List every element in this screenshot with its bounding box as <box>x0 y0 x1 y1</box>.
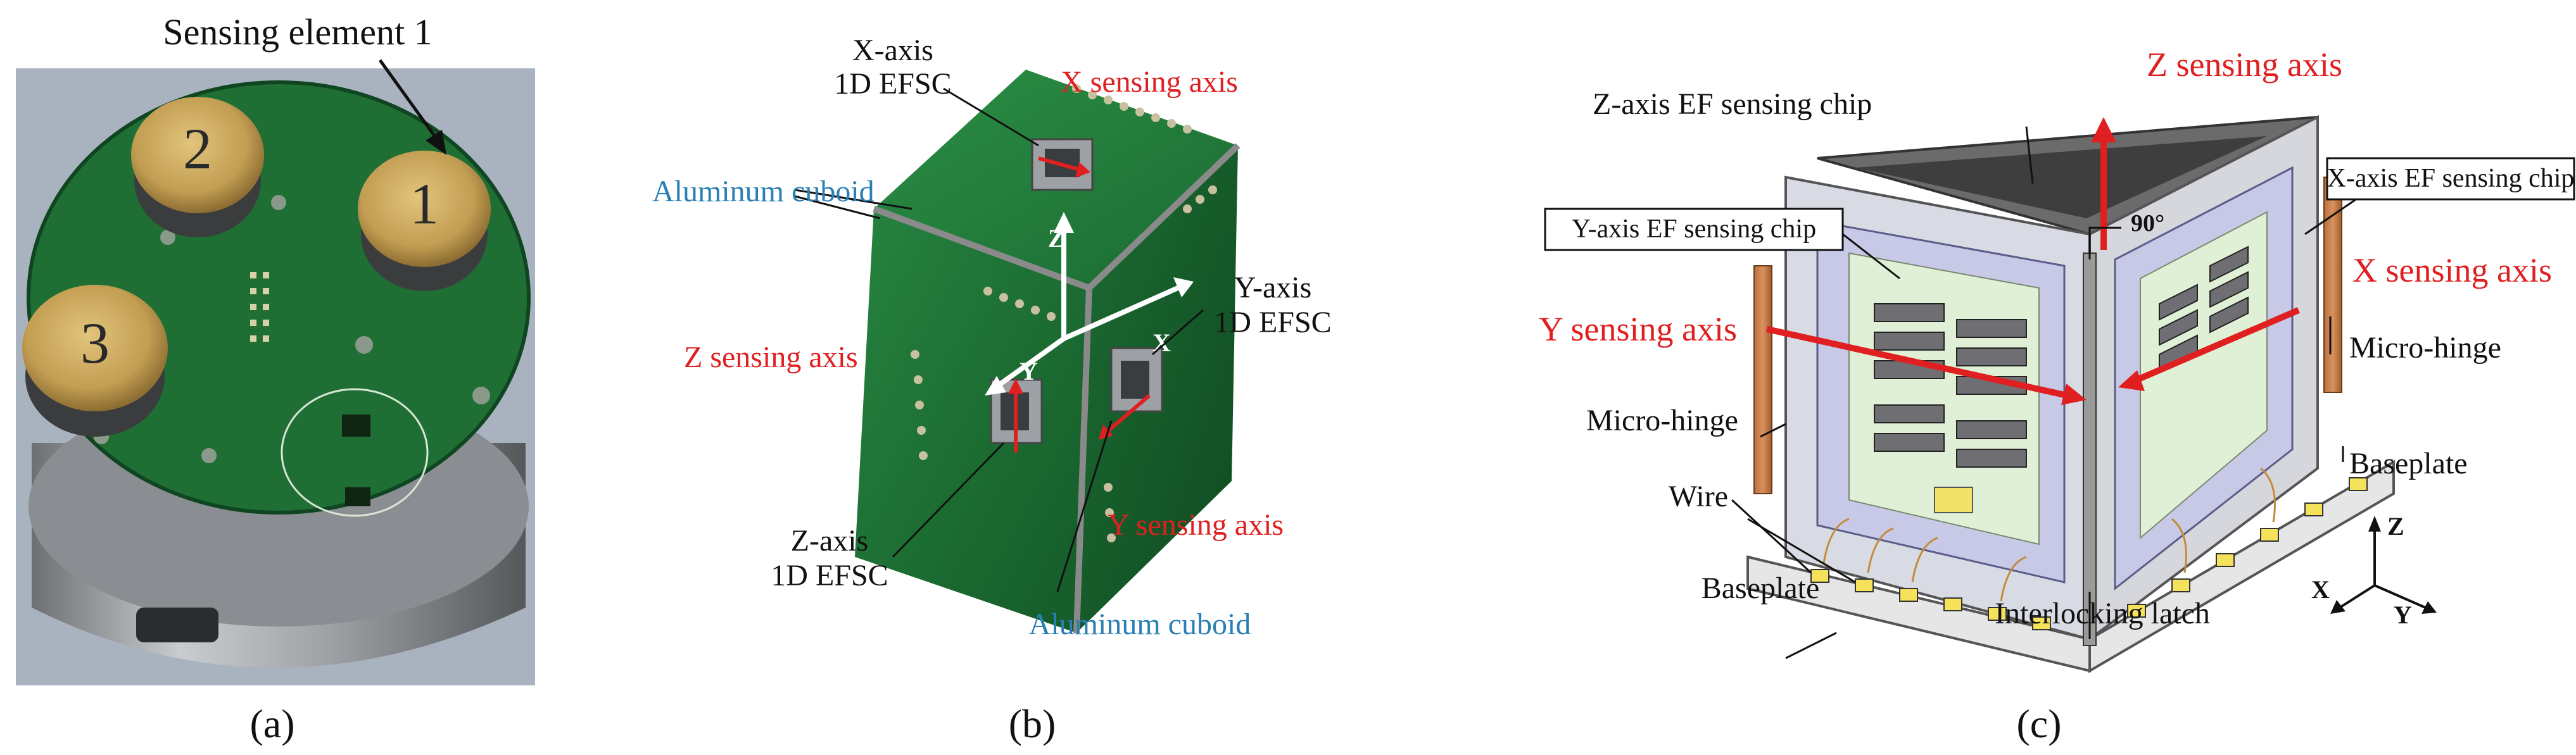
z-sensing-axis-label-c: Z sensing axis <box>2147 46 2342 84</box>
sensing-element-arrow <box>378 59 439 140</box>
axis-arrow-x <box>1063 285 1179 341</box>
coord-arrowhead-x <box>2330 600 2346 614</box>
x-axis-comb-fingers <box>2159 246 2249 371</box>
y-sensing-axis-label: Y sensing axis <box>1108 508 1284 542</box>
y-axis-efsc-chip <box>1110 347 1163 413</box>
x-sensing-arrowhead <box>1075 162 1090 178</box>
x-sensing-arrow <box>1038 156 1080 172</box>
cube-edge-vertical <box>1073 287 1092 633</box>
pcb-chip <box>342 415 370 437</box>
pcb-disc-edge <box>27 80 531 515</box>
efsc-cube-figure: Z X Y X-axis 1D EFSC X sensing axis Alum… <box>652 34 1332 746</box>
baseplate-right-label: Baseplate <box>2349 447 2468 480</box>
y-axis-comb-fingers <box>1874 303 2027 468</box>
x-chip-label: X-axis EF sensing chip <box>2327 164 2575 193</box>
sensing-element-arrowhead <box>426 130 446 155</box>
wires <box>1822 467 2276 602</box>
z-axis-chip-surface <box>1855 136 2267 218</box>
micro-hinge-left-copper <box>1753 265 1772 494</box>
pcb-chip-2 <box>345 487 370 506</box>
y-axis-chip-center-pad <box>1934 487 1973 513</box>
x-sensing-axis-label-c: X sensing axis <box>2352 251 2552 289</box>
x-sensing-arrowhead-c <box>2118 370 2145 391</box>
sensing-element-1 <box>358 151 491 291</box>
y-chip-label: Y-axis EF sensing chip <box>1572 215 1816 244</box>
cube-left-face <box>855 209 1089 633</box>
sensing-element-label: Sensing element 1 <box>163 11 432 53</box>
z-sensing-arrowhead-c <box>2091 117 2116 142</box>
coord-label-z: Z <box>2387 512 2404 540</box>
x-axis-efsc-label-2: 1D EFSC <box>834 67 951 101</box>
cube-pins-right <box>1104 185 1217 542</box>
aluminum-cuboid-bottom-label: Aluminum cuboid <box>1029 608 1251 641</box>
y-sensing-arrowhead <box>1099 425 1113 440</box>
ef-chip-assembly-figure: Z sensing axis Z-axis EF sensing chip 90… <box>1539 46 2575 746</box>
axis-arrowhead-y <box>985 376 1006 396</box>
axis-label-y: Y <box>1020 357 1038 385</box>
pcb-connector-pads <box>250 272 269 342</box>
axis-arrowhead-x <box>1173 277 1194 297</box>
interlocking-latch-label: Interlocking latch <box>1995 597 2210 630</box>
coord-label-y: Y <box>2394 601 2412 629</box>
axis-arrow-y <box>995 336 1066 389</box>
x-sensing-arrow-c <box>2136 307 2300 383</box>
coord-arrowhead-y <box>2421 601 2437 614</box>
cube-pins-top <box>1072 84 1192 134</box>
cylinder-slot <box>136 608 218 642</box>
bond-pads-left <box>1810 569 2051 630</box>
y-chip-label-box <box>1544 208 1844 251</box>
y-axis-efsc-label-2: 1D EFSC <box>1214 306 1331 339</box>
x-chip-label-box <box>2326 157 2575 201</box>
y-sensing-arrow <box>1104 394 1151 435</box>
y-axis-efsc-label-1: Y-axis <box>1234 271 1312 304</box>
element-number-2: 2 <box>183 116 212 181</box>
z-sensing-arrowhead <box>1008 378 1023 394</box>
sensing-element-3 <box>22 285 168 437</box>
panel-b: Z X Y X-axis 1D EFSC X sensing axis Alum… <box>633 0 1425 755</box>
coord-arrowhead-z <box>2368 516 2381 532</box>
wire-label: Wire <box>1669 480 1728 513</box>
sensing-element-2 <box>131 97 264 237</box>
caption-c: (c) <box>2016 701 2061 746</box>
y-sensing-axis-label-c: Y sensing axis <box>1539 310 1737 348</box>
pcb-circuit-outline <box>281 388 429 517</box>
angle-marker <box>2088 227 2121 259</box>
axis-arrowhead-z <box>1054 212 1074 233</box>
caption-a: (a) <box>249 701 294 746</box>
sensor-photo-figure: 2 1 3 Sensing element 1 (a) <box>16 11 535 746</box>
element-number-1: 1 <box>410 172 439 236</box>
z-axis-efsc-label-1: Z-axis <box>791 524 869 558</box>
cube-pins-left <box>911 287 1056 460</box>
angle-label: 90° <box>2131 210 2164 237</box>
baseplate-left-label: Baseplate <box>1702 571 1820 605</box>
micro-hinge-right-label: Micro-hinge <box>2349 331 2501 365</box>
bond-pads-right <box>2127 477 2368 618</box>
axis-label-z: Z <box>1048 224 1065 253</box>
coordinate-triad <box>2339 528 2426 609</box>
interlocking-latch-shape <box>2083 253 2097 646</box>
coord-label-x: X <box>2311 575 2330 604</box>
z-chip-label: Z-axis EF sensing chip <box>1593 87 1872 121</box>
panel-a: 2 1 3 Sensing element 1 (a) <box>0 0 633 755</box>
micro-hinge-right-copper <box>2323 177 2342 393</box>
x-axis-efsc-label-1: X-axis <box>852 34 933 67</box>
z-sensing-axis-label: Z sensing axis <box>684 340 858 374</box>
x-sensing-axis-label: X sensing axis <box>1061 65 1238 99</box>
y-sensing-arrowhead-c <box>2061 384 2087 405</box>
y-sensing-arrow-c <box>1765 326 2069 399</box>
panel-c: Z sensing axis Z-axis EF sensing chip 90… <box>1456 0 2576 755</box>
caption-b: (b) <box>1009 701 1056 746</box>
z-axis-efsc-label-2: 1D EFSC <box>771 559 888 592</box>
element-number-3: 3 <box>80 311 110 375</box>
micro-hinge-left-label: Micro-hinge <box>1586 404 1738 437</box>
aluminum-cuboid-top-label: Aluminum cuboid <box>652 175 874 208</box>
leader-lines <box>794 87 1204 592</box>
